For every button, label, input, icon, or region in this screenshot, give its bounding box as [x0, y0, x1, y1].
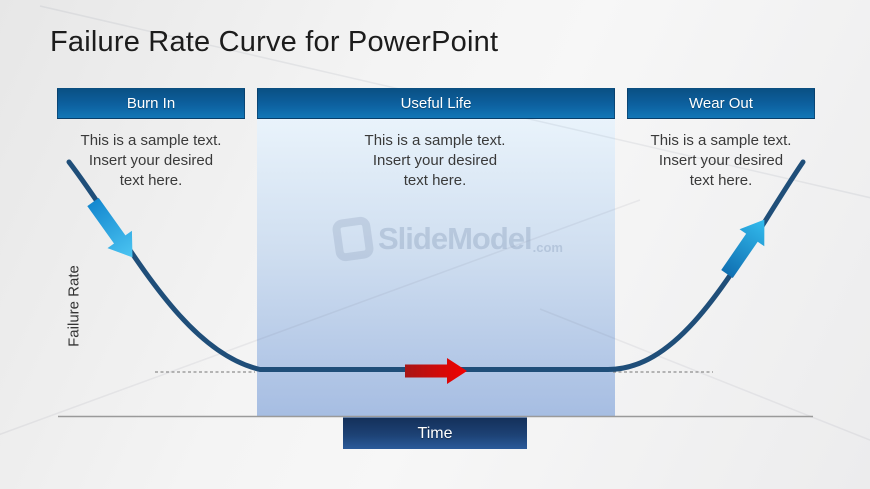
sample-text-line: text here.	[119, 172, 183, 189]
sample-text-line: This is a sample text.	[80, 132, 222, 149]
section-header-burn-in: Burn In	[57, 88, 245, 119]
sample-text-wear-out: This is a sample text. Insert your desir…	[611, 131, 831, 191]
sample-text-line: Insert your desired	[372, 152, 498, 169]
section-header-wear-out: Wear Out	[627, 88, 815, 119]
section-header-wear-out-label: Wear Out	[689, 95, 753, 112]
slide-title: Failure Rate Curve for PowerPoint	[50, 26, 499, 58]
burn-in-arrow-icon	[87, 197, 133, 258]
section-header-burn-in-label: Burn In	[126, 95, 176, 112]
sample-text-line: This is a sample text.	[364, 132, 506, 149]
section-header-useful-life-label: Useful Life	[400, 95, 472, 112]
sample-text-line: Insert your desired	[88, 152, 214, 169]
wear-out-arrow-icon	[721, 219, 765, 278]
failure-rate-curve	[66, 159, 806, 372]
sample-text-line: text here.	[403, 172, 467, 189]
sample-text-useful-life: This is a sample text. Insert your desir…	[325, 131, 545, 191]
sample-text-line: Insert your desired	[658, 152, 784, 169]
useful-life-arrow-icon	[405, 358, 467, 384]
sample-text-line: This is a sample text.	[650, 132, 792, 149]
section-header-useful-life: Useful Life	[257, 88, 615, 119]
sample-text-line: text here.	[689, 172, 753, 189]
x-axis-label-box: Time	[343, 417, 527, 449]
x-axis-label: Time	[417, 424, 453, 442]
sample-text-burn-in: This is a sample text. Insert your desir…	[41, 131, 261, 191]
